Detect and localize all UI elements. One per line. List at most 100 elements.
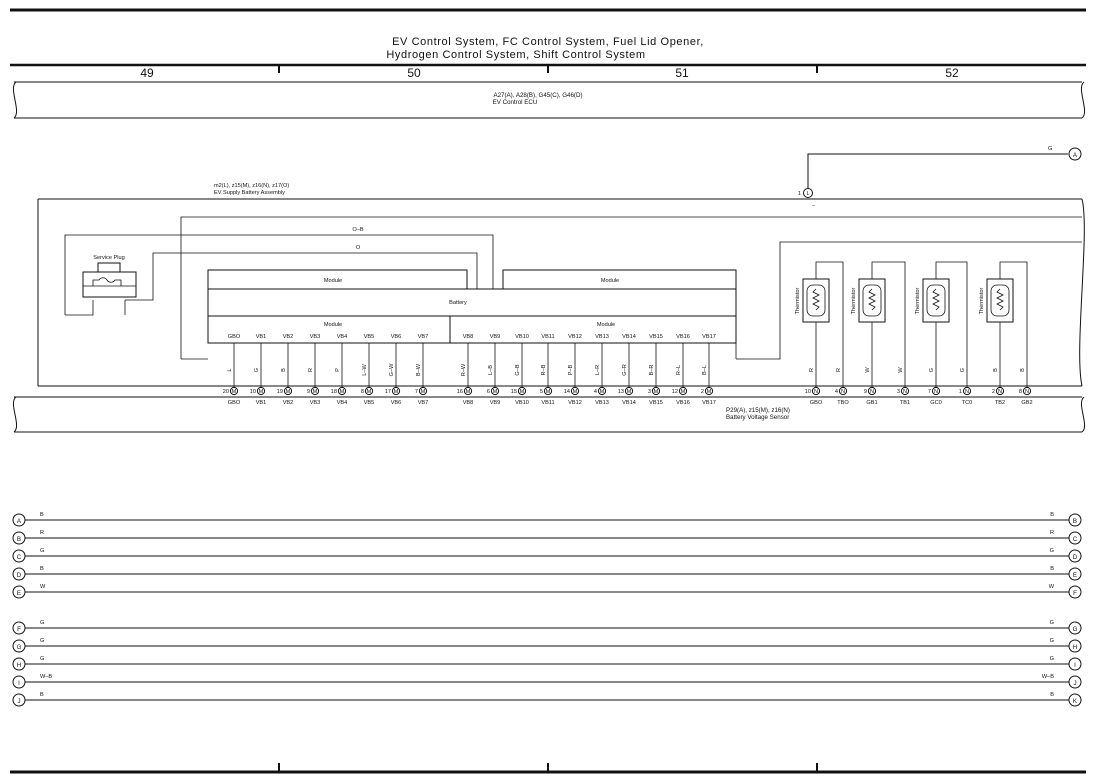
wire-color: G–B [515, 364, 521, 375]
page-number: 51 [675, 66, 689, 80]
off-page-connector [12, 513, 26, 527]
pin-number: 14 [564, 389, 570, 395]
wire-color: L [227, 368, 233, 371]
sensor-terminal-name: VB7 [418, 400, 429, 406]
wire-color-right: R [1050, 530, 1054, 536]
wire-color-left: W [40, 584, 46, 590]
pin-marker [364, 386, 374, 396]
pin-connector-letter: L [806, 191, 809, 197]
pin-connector-letter: M [232, 389, 237, 395]
wire-color: B–R [649, 365, 655, 376]
pin-number: 18 [331, 389, 337, 395]
pin-marker [337, 386, 347, 396]
connector-letter-right: B [1073, 518, 1077, 525]
terminal-name: VB15 [649, 334, 663, 340]
pin-connector-letter: M [259, 389, 264, 395]
pin-marker [838, 386, 848, 396]
pin-number: 10 [805, 389, 811, 395]
terminal-name: VB13 [595, 334, 609, 340]
pin-connector-letter: M [421, 389, 426, 395]
off-page-connector [1068, 549, 1082, 563]
wire-color-right: G [1050, 548, 1054, 554]
connector-letter-right: I [1074, 662, 1076, 669]
sensor-terminal-name: VB14 [622, 400, 636, 406]
wire-color: R–B [541, 364, 547, 375]
wire-color: B–W [416, 363, 422, 376]
terminal-name: VB14 [622, 334, 636, 340]
pin-number: 4 [594, 389, 597, 395]
sensor-terminal-name: VB2 [283, 400, 294, 406]
sensor-terminal-name: GBO [228, 400, 241, 406]
pin-connector-letter: N [1025, 389, 1029, 395]
wire-color: G [254, 368, 260, 372]
thermistor: Thermistor [795, 261, 844, 323]
connector-letter-left: G [17, 644, 22, 651]
pin-number: 7 [928, 389, 931, 395]
top-wire: L 1 – G A [798, 146, 1082, 209]
battery-modules: Module Module Battery Module Module [207, 241, 1082, 360]
wire-color-right: G [1050, 656, 1054, 662]
connector-letter-right: H [1073, 644, 1077, 651]
pin-number: 10 [250, 389, 256, 395]
connector-letter-right: D [1073, 554, 1078, 561]
sensor-connectors: P29(A), z15(M), z16(N) [726, 407, 790, 414]
sensor-banner: P29(A), z15(M), z16(N) Battery Voltage S… [12, 396, 1086, 433]
pin-connector-letter: N [934, 389, 938, 395]
wire-color: G [960, 368, 966, 372]
pin-number: 8 [361, 389, 364, 395]
connector-letter-left: C [17, 554, 22, 561]
pin-number: 2 [701, 389, 704, 395]
terminal-name: VB1 [256, 334, 267, 340]
wire-color-right: G [1050, 638, 1054, 644]
pin-connector-letter: N [903, 389, 907, 395]
sensor-terminal-name: VB8 [463, 400, 474, 406]
pin-connector-letter: M [573, 389, 578, 395]
pin-number: 13 [618, 389, 624, 395]
wire-color: P [335, 368, 341, 372]
pin-marker [418, 386, 428, 396]
pin-number: 9 [864, 389, 867, 395]
pin-connector-letter: M [546, 389, 551, 395]
terminal-name: VB9 [490, 334, 501, 340]
pin-connector-letter: M [394, 389, 399, 395]
terminal-name: VB8 [463, 334, 474, 340]
terminal-name: VB16 [676, 334, 690, 340]
pin-number: 1 [959, 389, 962, 395]
sensor-terminal-name: TB2 [995, 400, 1005, 406]
wire-color: B [1020, 368, 1026, 372]
wire-color-right: W–B [1042, 674, 1054, 680]
pin-number: 19 [277, 389, 283, 395]
wire-color: L–W [362, 364, 368, 376]
wire-color: O–B [352, 227, 363, 233]
sensor-terminal-name: VB6 [391, 400, 402, 406]
pin-marker [1022, 386, 1032, 396]
wire-color: G [1048, 146, 1052, 152]
sensor-terminal-name: VB12 [568, 400, 582, 406]
pin-number: 15 [511, 389, 517, 395]
off-page-connector [12, 675, 26, 689]
pin-marker [651, 386, 661, 396]
pin-connector-letter: N [870, 389, 874, 395]
pin-connector-letter: N [965, 389, 969, 395]
thermistor-label: Thermistor [979, 288, 985, 315]
pin-marker [391, 386, 401, 396]
off-page-connector [12, 585, 26, 599]
pin-marker [867, 386, 877, 396]
off-page-connector [1068, 657, 1082, 671]
page-number: 49 [140, 66, 154, 80]
terminal-name: VB3 [310, 334, 321, 340]
